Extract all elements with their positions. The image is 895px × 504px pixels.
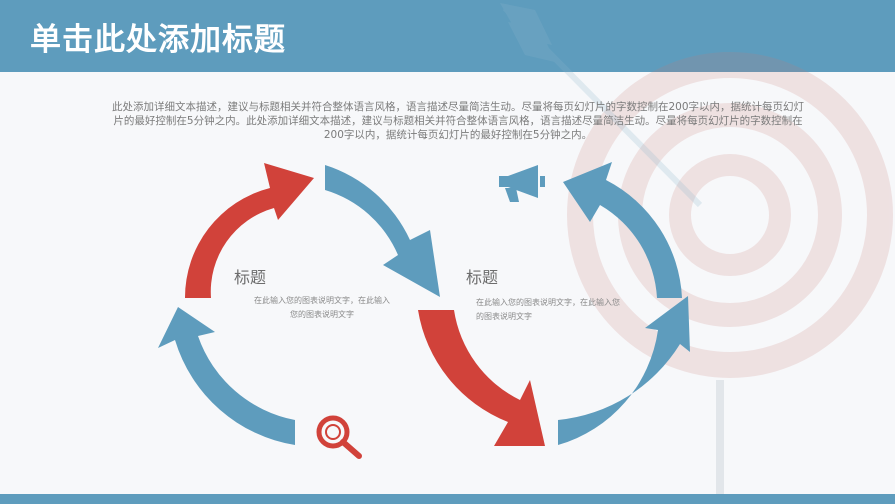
cycle-left-arrow-red (184, 163, 314, 298)
cycle-right-arrows (418, 162, 690, 446)
cycle-right-arrow-blue-bottom (558, 296, 690, 445)
header-bar (0, 0, 895, 72)
description-paragraph: 此处添加详细文本描述，建议与标题相关并符合整体语言风格，语言描述尽量简洁生动。尽… (111, 101, 805, 141)
cycle-left-arrows (158, 163, 440, 445)
cycle-right-text[interactable]: 在此输入您的图表说明文字，在此输入您的图表说明文字 (476, 298, 620, 321)
cycle-left-title[interactable]: 标题 (234, 268, 267, 287)
cycle-left-arrow-blue-top (325, 165, 440, 297)
cycle-right-arrow-red (418, 310, 545, 446)
cycle-right-title[interactable]: 标题 (466, 268, 499, 287)
footer-bar (0, 494, 895, 504)
cycle-right-arrow-blue-top (563, 162, 682, 298)
slide-title[interactable]: 单击此处添加标题 (30, 22, 286, 58)
cycle-left-text[interactable]: 在此输入您的图表说明文字，在此输入您的图表说明文字 (254, 296, 390, 319)
megaphone-icon (499, 165, 545, 202)
magnifier-icon (316, 415, 362, 459)
cycle-left-arrow-blue-bottom (158, 307, 295, 445)
